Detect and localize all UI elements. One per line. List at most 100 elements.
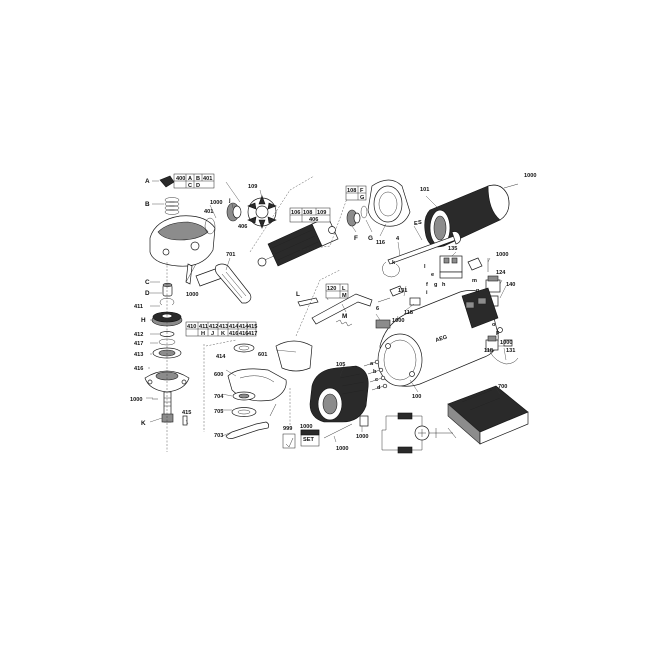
label-c: C	[145, 279, 150, 286]
label-118-b: 118	[484, 348, 493, 354]
leader-lines	[148, 180, 507, 443]
svg-text:415: 415	[248, 324, 257, 330]
label-f: F	[354, 235, 358, 242]
label-600: 600	[214, 372, 223, 378]
svg-text:108: 108	[303, 210, 312, 216]
label-417: 417	[134, 341, 143, 347]
svg-text:413: 413	[219, 324, 228, 330]
label-411: 411	[134, 304, 143, 310]
table-106: 106 108 109 406	[289, 207, 331, 223]
table-400: 400 A B 401 C D	[173, 173, 215, 189]
part-g-ring	[360, 205, 368, 219]
svg-text:406: 406	[309, 217, 318, 223]
label-101: 101	[420, 187, 429, 193]
svg-text:F: F	[360, 188, 364, 194]
part-131-spring-lower	[503, 339, 513, 347]
label-412: 412	[134, 332, 143, 338]
part-100-motor-housing	[377, 287, 499, 387]
label-416: 416	[134, 366, 143, 372]
label-m: M	[342, 313, 347, 320]
label-1000-j: 1000	[356, 434, 368, 440]
svg-text:g: g	[434, 282, 438, 288]
part-cable-plug	[359, 415, 369, 427]
svg-text:106: 106	[291, 210, 300, 216]
svg-text:G: G	[360, 195, 364, 201]
svg-text:411: 411	[199, 324, 208, 330]
label-1000-d: 1000	[524, 173, 536, 179]
part-703-spanner-pin	[269, 403, 277, 417]
table-108: 108 F G	[345, 185, 367, 201]
svg-text:C: C	[188, 183, 192, 189]
svg-text:L: L	[342, 286, 346, 292]
label-a: A	[145, 178, 150, 185]
part-118-brush-upper	[409, 297, 421, 306]
label-g: G	[368, 235, 373, 242]
part-704-flange-nut	[232, 391, 256, 401]
svg-text:414: 414	[239, 324, 249, 330]
label-100: 100	[412, 394, 421, 400]
label-1000-b: 1000	[186, 292, 198, 298]
label-131-a: 131	[398, 288, 407, 294]
svg-text:a: a	[370, 361, 374, 367]
part-b-spring	[164, 197, 180, 215]
label-1000-e: 1000	[496, 252, 508, 258]
label-109: 109	[248, 184, 257, 190]
label-1000-f: 1000	[392, 318, 404, 324]
part-capacitor	[467, 257, 483, 271]
part-labels: A B 401 1000 j 406 109 701 C 1000 D 411 …	[130, 173, 536, 452]
label-700: 700	[498, 384, 507, 390]
label-116: 116	[376, 240, 385, 246]
svg-text:412: 412	[209, 324, 218, 330]
label-1000-a: 1000	[210, 200, 222, 206]
svg-text:k: k	[392, 260, 396, 266]
svg-text:o: o	[492, 322, 496, 328]
label-6: 6	[376, 306, 379, 312]
svg-text:b: b	[373, 369, 377, 375]
label-d: D	[145, 290, 150, 297]
part-700-carry-case	[447, 385, 529, 445]
part-109-fan	[247, 195, 277, 229]
label-703: 703	[214, 433, 223, 439]
gear-housing-top	[157, 221, 209, 241]
svg-text:n: n	[476, 288, 480, 294]
table-120: 120 L M	[325, 283, 349, 299]
svg-text:M: M	[342, 293, 347, 299]
label-701: 701	[226, 252, 235, 258]
svg-text:D: D	[196, 183, 200, 189]
part-415-key	[182, 415, 188, 426]
svg-text:401: 401	[203, 176, 212, 182]
part-999-accessory-icon	[282, 433, 296, 449]
brand-mark: AEG	[435, 334, 448, 343]
label-k: K	[141, 420, 146, 427]
svg-text:K: K	[221, 331, 225, 337]
gear-head-assembly	[144, 175, 277, 452]
part-5-switch-rod	[387, 231, 461, 265]
label-704: 704	[214, 394, 224, 400]
label-4: 4	[396, 236, 400, 242]
part-703-spanner	[225, 421, 270, 440]
svg-text:h: h	[442, 282, 446, 288]
svg-text:d: d	[377, 385, 381, 391]
part-705-clamp-nut	[231, 407, 257, 417]
svg-text:i: i	[426, 290, 428, 296]
label-108-e: E	[414, 221, 418, 227]
label-705: 705	[214, 409, 223, 415]
svg-text:A: A	[188, 176, 192, 182]
part-124-brush-holder	[485, 275, 501, 293]
label-l: L	[296, 291, 300, 298]
svg-text:109: 109	[317, 210, 326, 216]
svg-text:108: 108	[347, 188, 356, 194]
svg-text:m: m	[472, 278, 477, 284]
screw-1000-long	[323, 423, 353, 439]
wiring-schematic	[381, 412, 457, 454]
svg-text:e: e	[431, 272, 434, 278]
label-131-b: 131	[506, 348, 515, 354]
screw-1000-top-right	[503, 183, 519, 189]
part-120-spring-plate	[311, 293, 373, 325]
label-135: 135	[448, 246, 457, 252]
label-118-a: 118	[404, 310, 413, 316]
part-108-bearing	[346, 209, 361, 227]
svg-text:417: 417	[248, 331, 257, 337]
set-label: SET	[303, 437, 314, 443]
